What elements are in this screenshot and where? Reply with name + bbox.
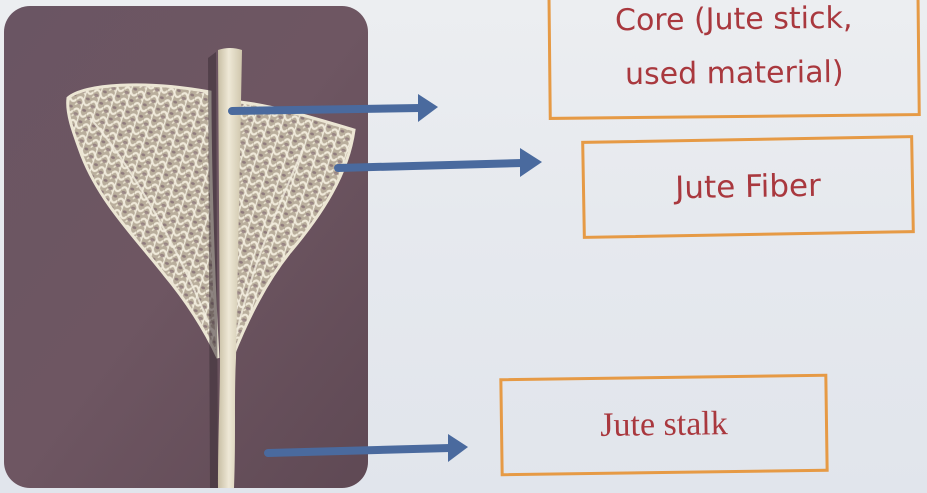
core-label-box: Core (Jute stick, used material) [547,0,921,120]
arrow-to-fiber [338,148,542,177]
stalk-label: Jute stalk [600,405,728,445]
arrow-to-stalk [268,434,468,462]
core-label-line1: Core (Jute stick, [615,0,853,48]
arrow-to-core [232,94,438,122]
core-label-line2: used material) [615,46,853,102]
fiber-label: Jute Fiber [675,168,821,207]
fiber-label-box: Jute Fiber [581,135,915,239]
stalk-label-box: Jute stalk [499,374,828,477]
